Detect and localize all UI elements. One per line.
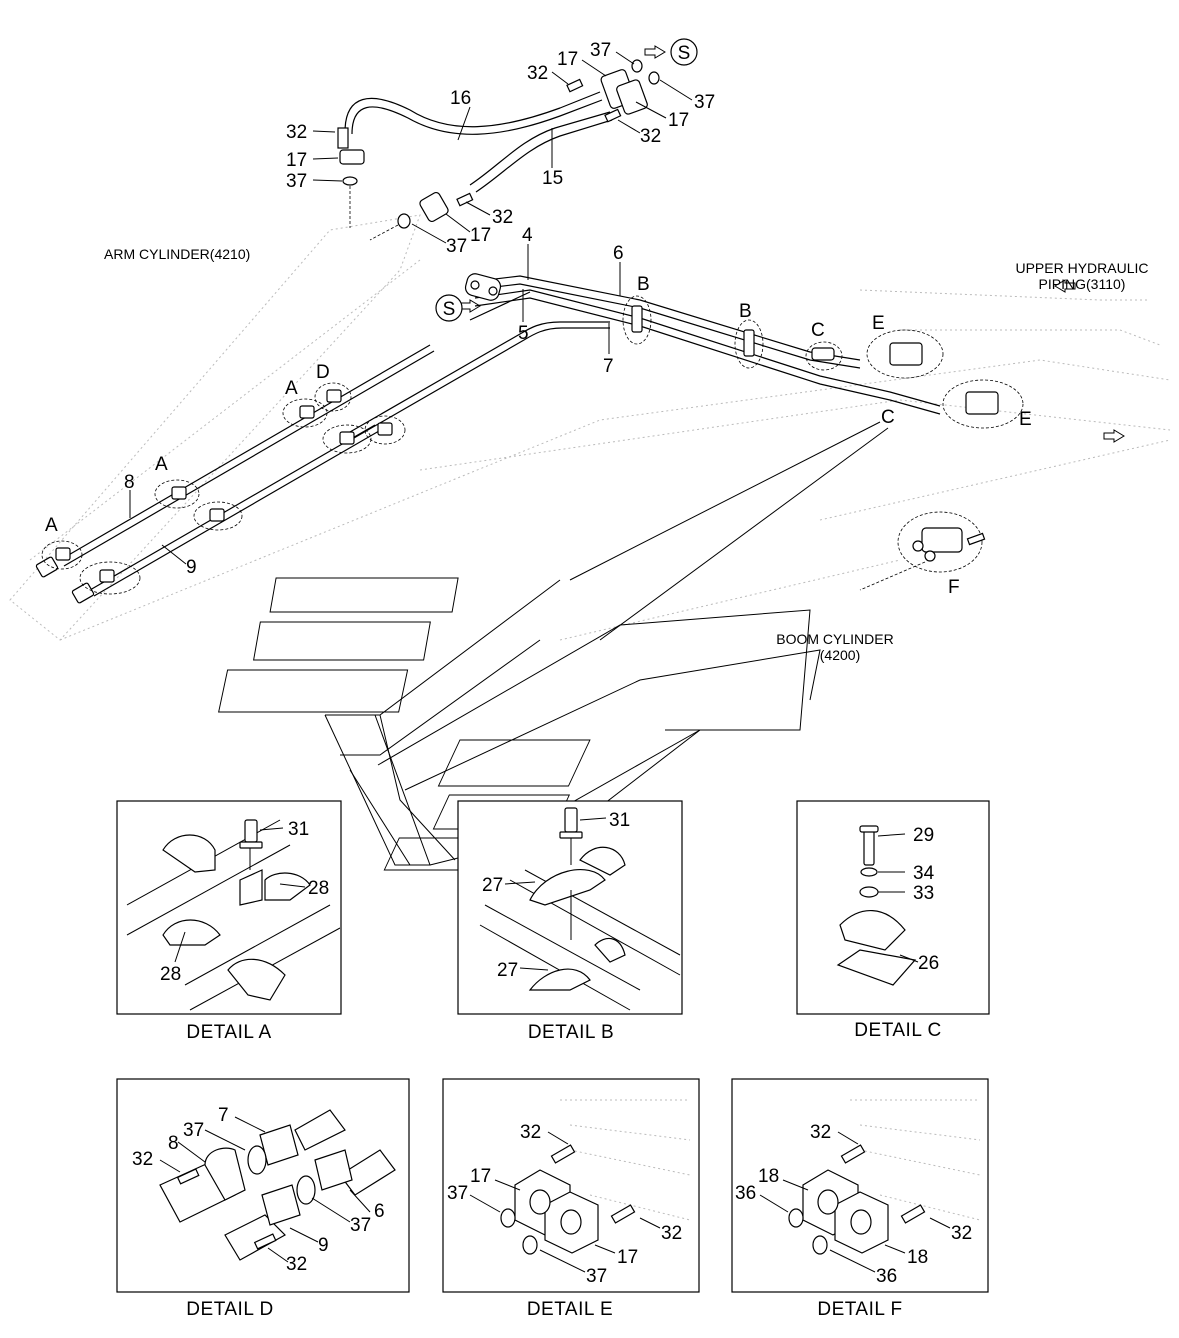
letter-b-1: B [637, 274, 650, 295]
part-number: 32 [661, 1223, 682, 1244]
part-number: 8 [168, 1133, 179, 1154]
note-upper-hydraulic-2: PIPING(3110) [1039, 276, 1126, 292]
part-number: 31 [609, 810, 630, 831]
detail-letters: A A A D B B C C E E F [45, 274, 1032, 598]
part-number: 32 [286, 122, 307, 143]
letter-a-2: A [155, 454, 168, 475]
part-number: 32 [520, 1122, 541, 1143]
section-marker-s-mid [435, 294, 463, 322]
part-number: 8 [124, 472, 135, 493]
part-number: 9 [186, 557, 197, 578]
part-number: 36 [735, 1183, 756, 1204]
detail-d-caption: DETAIL D [186, 1299, 273, 1320]
detail-f: 32 18 36 32 18 36 DETAIL F [731, 1078, 989, 1320]
part-number: 17 [470, 1166, 491, 1187]
part-number: 37 [694, 92, 715, 113]
part-number: 17 [286, 150, 307, 171]
letter-b-2: B [739, 301, 752, 322]
part-number: 27 [482, 875, 503, 896]
detail-c-caption: DETAIL C [854, 1020, 941, 1041]
detail-c-frame [796, 800, 990, 1015]
note-boom-cylinder-1: BOOM CYLINDER [776, 631, 893, 647]
boom-phantom-outline [9, 214, 1171, 641]
note-arm-cylinder: ARM CYLINDER(4210) [104, 246, 250, 262]
detail-f-caption: DETAIL F [817, 1299, 902, 1320]
part-number: 28 [308, 878, 329, 899]
letter-a-3: A [285, 378, 298, 399]
part-number: 15 [542, 168, 563, 189]
part-number: 5 [518, 323, 529, 344]
part-number: 37 [586, 1266, 607, 1287]
section-markers: S S [435, 38, 698, 322]
detail-b: 31 27 27 DETAIL B [457, 800, 683, 1043]
part-number: 17 [617, 1247, 638, 1268]
part-number: 32 [640, 126, 661, 147]
part-number: 27 [497, 960, 518, 981]
part-number: 37 [183, 1120, 204, 1141]
detail-a-caption: DETAIL A [186, 1022, 271, 1043]
part-number: 36 [876, 1266, 897, 1287]
part-number: 33 [913, 883, 934, 904]
letter-c-2: C [881, 407, 895, 428]
upper-hose-assembly [337, 59, 660, 241]
letter-e-2: E [1019, 409, 1032, 430]
letter-a-1: A [45, 515, 58, 536]
section-marker-s-top-label: S [678, 43, 691, 64]
part-number: 4 [522, 225, 533, 246]
part-number: 31 [288, 819, 309, 840]
section-marker-s-mid-label: S [443, 299, 456, 320]
letter-e-1: E [872, 313, 885, 334]
part-number: 32 [132, 1149, 153, 1170]
note-boom-cylinder-2: (4200) [820, 647, 860, 663]
part-number: 32 [810, 1122, 831, 1143]
section-marker-s-top [670, 38, 698, 66]
part-number: 37 [286, 171, 307, 192]
detail-e-frame [442, 1078, 700, 1293]
part-number: 32 [492, 207, 513, 228]
part-number: 18 [758, 1166, 779, 1187]
part-number: 37 [350, 1215, 371, 1236]
part-number: 7 [603, 356, 614, 377]
main-part-numbers: 32 17 37 32 17 37 37 17 32 16 15 32 17 3… [124, 40, 715, 578]
part-number: 6 [613, 243, 624, 264]
part-number: 17 [557, 49, 578, 70]
part-number: 32 [286, 1254, 307, 1275]
clamp-callouts [41, 295, 1024, 595]
detail-b-caption: DETAIL B [528, 1022, 614, 1043]
letter-f: F [948, 577, 960, 598]
part-number: 26 [918, 953, 939, 974]
part-number: 17 [668, 110, 689, 131]
part-number: 18 [907, 1247, 928, 1268]
part-number: 29 [913, 825, 934, 846]
part-number: 7 [218, 1105, 229, 1126]
detail-a-frame [116, 800, 342, 1015]
part-number: 16 [450, 88, 471, 109]
part-number: 6 [374, 1201, 385, 1222]
letter-c-1: C [811, 320, 825, 341]
part-number: 9 [318, 1235, 329, 1256]
note-upper-hydraulic-1: UPPER HYDRAULIC [1015, 260, 1148, 276]
part-number: 32 [951, 1223, 972, 1244]
detail-d: 32 8 37 7 6 37 9 32 DETAIL D [116, 1078, 410, 1320]
part-number: 34 [913, 863, 935, 884]
detail-c: 29 34 33 26 DETAIL C [796, 800, 990, 1041]
main-pipe-runs [35, 273, 941, 604]
detail-f-frame [731, 1078, 989, 1293]
part-number: 37 [447, 1183, 468, 1204]
reference-notes: ARM CYLINDER(4210) UPPER HYDRAULIC PIPIN… [104, 246, 1149, 663]
part-number: 17 [470, 225, 491, 246]
detail-e-caption: DETAIL E [527, 1299, 613, 1320]
detail-e: 32 17 37 32 17 37 DETAIL E [442, 1078, 700, 1320]
letter-d: D [316, 362, 330, 383]
detail-a: 31 28 28 DETAIL A [116, 800, 342, 1043]
part-number: 37 [590, 40, 611, 61]
part-number: 37 [446, 236, 467, 257]
direction-arrows [459, 45, 1125, 443]
part-number: 28 [160, 964, 181, 985]
clamp-bodies [55, 305, 999, 591]
part-number: 32 [527, 63, 548, 84]
